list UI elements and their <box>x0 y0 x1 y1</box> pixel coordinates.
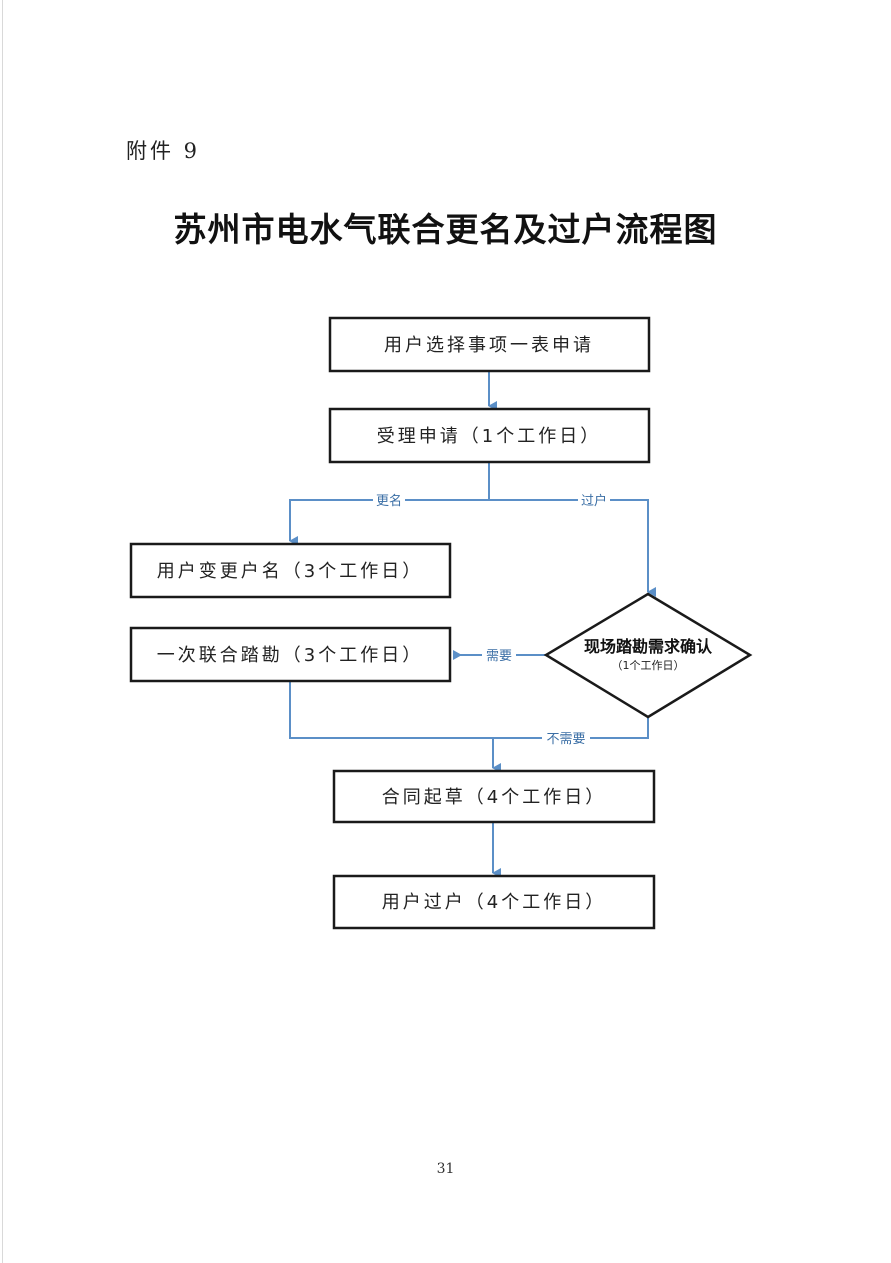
edge-label-need: 需要 <box>486 649 512 664</box>
node-transfer: 用户过户（4个工作日） <box>332 874 656 930</box>
node-survey-check: 现场踏勘需求确认 （1个工作日） <box>543 592 753 719</box>
node-apply: 用户选择事项一表申请 <box>328 316 651 373</box>
edge-joint-survey-merge <box>289 681 493 739</box>
page-edge <box>2 0 3 1263</box>
node-rename-label: 用户变更户名（3个工作日） <box>157 561 423 582</box>
page-number: 31 <box>436 1161 455 1177</box>
node-accept-label: 受理申请（1个工作日） <box>377 426 601 447</box>
edge-label-transfer: 过户 <box>581 493 607 509</box>
node-joint-survey: 一次联合踏勘（3个工作日） <box>129 626 452 683</box>
node-transfer-label: 用户过户（4个工作日） <box>382 892 606 913</box>
node-survey-check-days: （1个工作日） <box>612 659 685 672</box>
page-title: 苏州市电水气联合更名及过户流程图 <box>173 210 718 249</box>
edge-label-rename: 更名 <box>376 493 402 509</box>
node-apply-label: 用户选择事项一表申请 <box>384 335 594 356</box>
node-contract-label: 合同起草（4个工作日） <box>382 787 606 808</box>
edge-accept-to-survey-check <box>489 499 656 597</box>
attachment-label: 附件 9 <box>126 139 201 163</box>
node-contract: 合同起草（4个工作日） <box>332 769 656 824</box>
node-accept: 受理申请（1个工作日） <box>328 407 651 464</box>
edge-label-no-need: 不需要 <box>546 732 585 747</box>
node-joint-survey-label: 一次联合踏勘（3个工作日） <box>157 645 423 666</box>
node-rename: 用户变更户名（3个工作日） <box>129 542 452 599</box>
node-survey-check-title: 现场踏勘需求确认 <box>584 637 713 656</box>
